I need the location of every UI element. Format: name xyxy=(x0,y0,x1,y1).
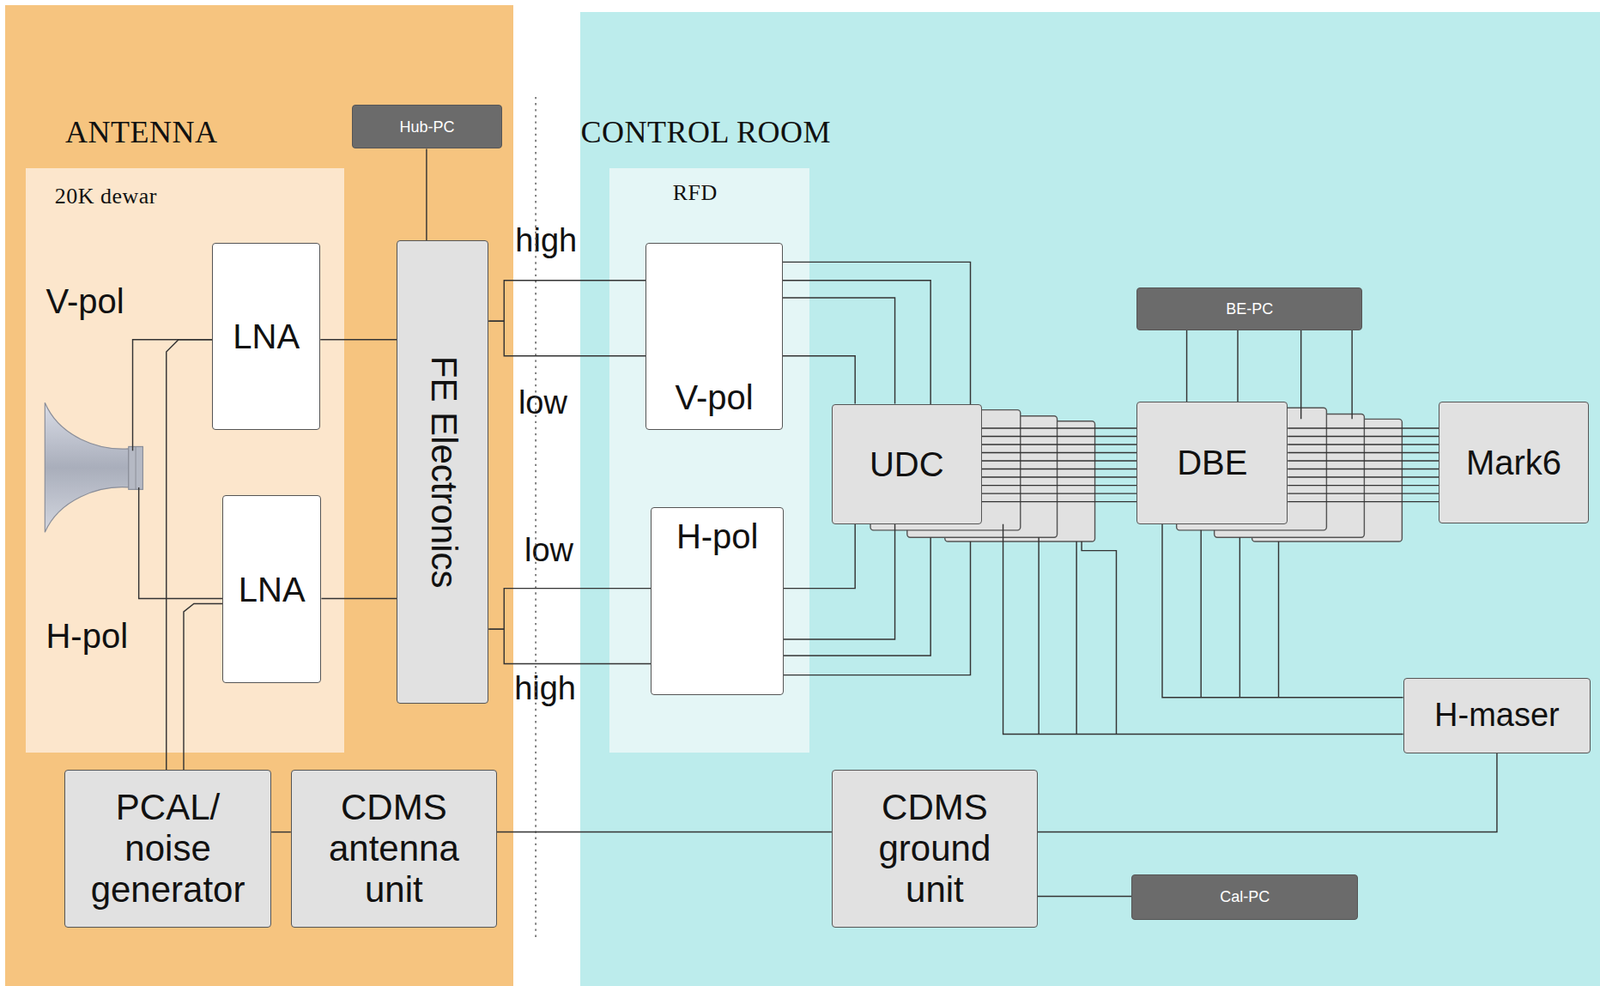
process-box: H-maser xyxy=(1403,678,1592,754)
band-label: low xyxy=(518,384,568,421)
box-label: DBE xyxy=(1176,442,1248,483)
region-title: CONTROL ROOM xyxy=(580,115,831,151)
polarization-label: V-pol xyxy=(45,281,124,322)
zone-area: CONTROL ROOM RFD V-polH-pol UDC BE-PC DBE Mark… xyxy=(580,12,1600,986)
pol-box: H-pol xyxy=(650,507,784,697)
process-box: CDMS antenna unit xyxy=(290,769,497,928)
box-label: H-pol xyxy=(676,516,759,557)
band-label: low xyxy=(524,532,574,569)
line-label: high xyxy=(514,670,576,709)
polarization-label: H-pol xyxy=(45,616,128,656)
box-label: V-pol xyxy=(675,377,754,418)
box-label: Mark6 xyxy=(1466,442,1562,483)
process-box: PCAL/ noise generator xyxy=(64,769,272,928)
line-label: high xyxy=(515,222,577,261)
process-box: DBE xyxy=(1136,401,1288,525)
band-label: high xyxy=(514,670,576,707)
process-box: Mark6 xyxy=(1438,401,1589,523)
polarization-label: H-pol xyxy=(45,617,128,655)
region-title: RFD xyxy=(672,180,718,207)
box-label: UDC xyxy=(869,444,945,485)
box-label: CDMS ground unit xyxy=(848,787,1021,912)
box-label: LNA xyxy=(238,569,306,610)
pol-box: V-pol xyxy=(645,242,782,431)
amplifier-box: LNA xyxy=(212,242,321,431)
box-label: FE Electronics xyxy=(422,356,464,589)
line-label: low xyxy=(524,532,574,570)
polarization-label: V-pol xyxy=(45,282,124,321)
electronics-box: FE Electronics xyxy=(396,240,489,704)
box-label: CDMS antenna unit xyxy=(308,787,480,912)
pc-box: Hub-PC xyxy=(351,104,503,149)
pc-box: BE-PC xyxy=(1136,287,1363,331)
rfd-area: RFD V-polH-pol xyxy=(609,168,810,753)
process-box: UDC xyxy=(831,404,982,525)
zone-area: ANTENNA 20K dewarLNA LNA Hub-PC FE Electroni… xyxy=(5,5,514,986)
box-label: BE-PC xyxy=(1225,300,1273,319)
box-label: LNA xyxy=(232,316,300,357)
box-label: Cal-PC xyxy=(1219,888,1270,907)
band-label: high xyxy=(515,222,577,259)
box-label: H-maser xyxy=(1434,696,1560,735)
amplifier-box: LNA xyxy=(222,495,322,684)
line-label: low xyxy=(518,384,568,423)
box-label: Hub-PC xyxy=(399,118,455,137)
dewar-area: 20K dewarLNA LNA xyxy=(25,168,345,753)
pc-box: Cal-PC xyxy=(1131,874,1358,920)
box-label: PCAL/ noise generator xyxy=(82,787,255,912)
region-title: 20K dewar xyxy=(54,183,158,210)
region-title: ANTENNA xyxy=(65,115,218,151)
process-box: CDMS ground unit xyxy=(831,769,1038,928)
